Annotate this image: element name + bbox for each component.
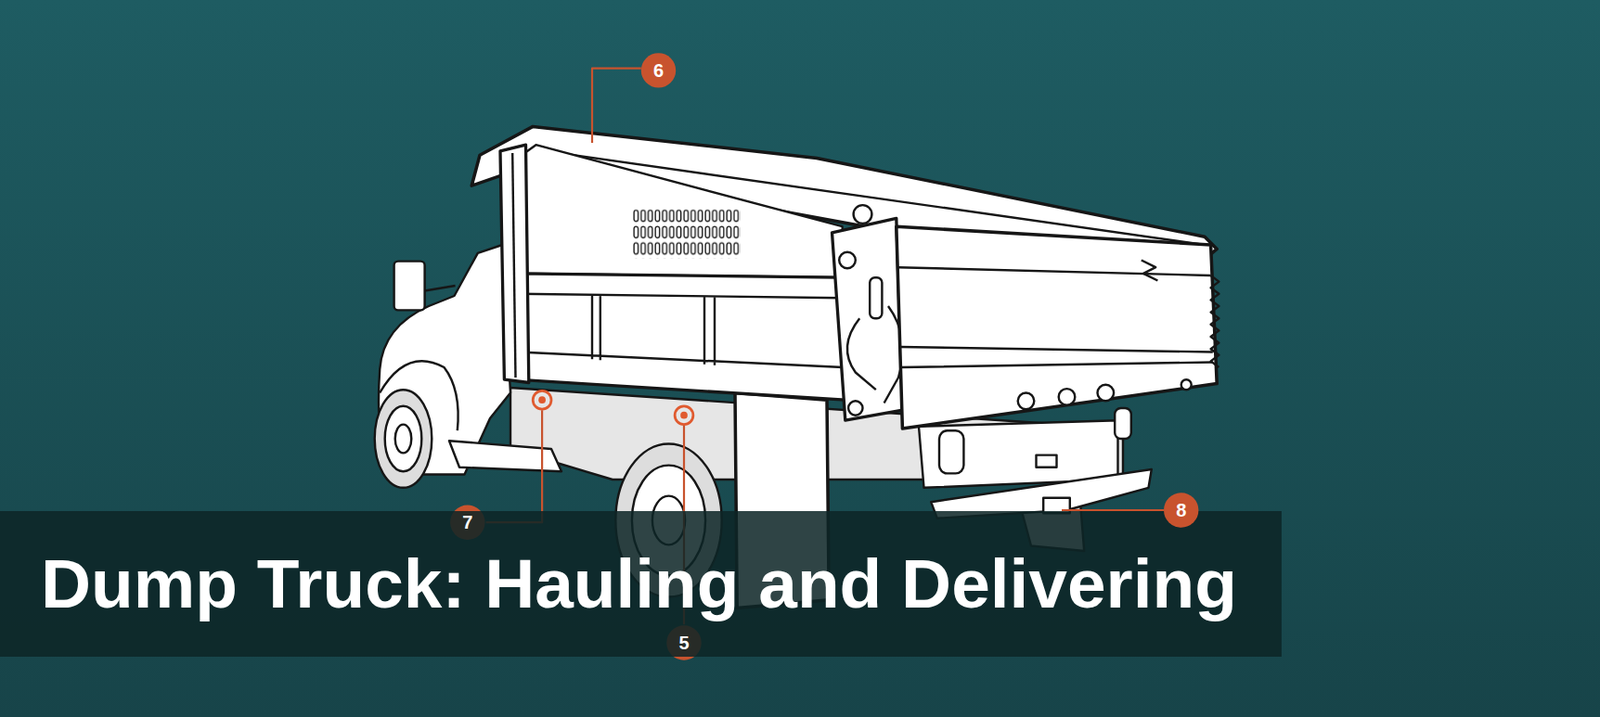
side-rail xyxy=(516,273,846,400)
vent-slots xyxy=(632,209,741,259)
target-dot xyxy=(538,396,546,404)
cab xyxy=(378,245,511,476)
front-rim xyxy=(385,406,423,472)
side-upper-panel xyxy=(510,144,848,278)
leader-line xyxy=(592,68,642,143)
tail-light xyxy=(1114,408,1132,439)
front-hub xyxy=(395,425,413,454)
rail-lines xyxy=(518,294,844,368)
callout-number: 8 xyxy=(1162,491,1200,530)
post-slot xyxy=(869,277,882,319)
post-bolt xyxy=(848,400,863,415)
target-ring xyxy=(674,406,694,426)
mirror-arm xyxy=(425,285,456,292)
target-dot xyxy=(680,412,688,420)
tailgate-bolt xyxy=(1181,379,1192,390)
tailgate-hook xyxy=(1141,260,1159,282)
tailgate-bolt xyxy=(1097,385,1115,402)
front-post xyxy=(500,144,530,383)
mirror xyxy=(394,261,426,311)
front-post-line xyxy=(512,153,516,378)
rear-post xyxy=(832,218,904,421)
tailgate xyxy=(896,226,1217,429)
title-band xyxy=(0,511,1282,658)
tank xyxy=(939,430,964,474)
post-bolt xyxy=(838,252,856,270)
step xyxy=(449,440,562,472)
leader-line xyxy=(1061,509,1164,512)
callout-number: 7 xyxy=(449,503,487,542)
hinge xyxy=(853,205,873,224)
tailgate-bolt xyxy=(1058,388,1076,406)
side-chain xyxy=(1211,275,1220,368)
tailgate-bolt xyxy=(1018,393,1035,411)
leader-line xyxy=(486,410,543,523)
title: Dump Truck: Hauling and Delivering xyxy=(40,511,1238,658)
target-ring xyxy=(532,390,552,410)
callout-number: 5 xyxy=(665,624,703,662)
toolbox-latch xyxy=(1036,455,1058,468)
tailgate-chain xyxy=(847,306,904,404)
front-wheel xyxy=(374,389,433,489)
callout-number: 6 xyxy=(640,51,678,90)
toolbox xyxy=(918,420,1119,489)
tailgate-lines xyxy=(898,267,1213,368)
